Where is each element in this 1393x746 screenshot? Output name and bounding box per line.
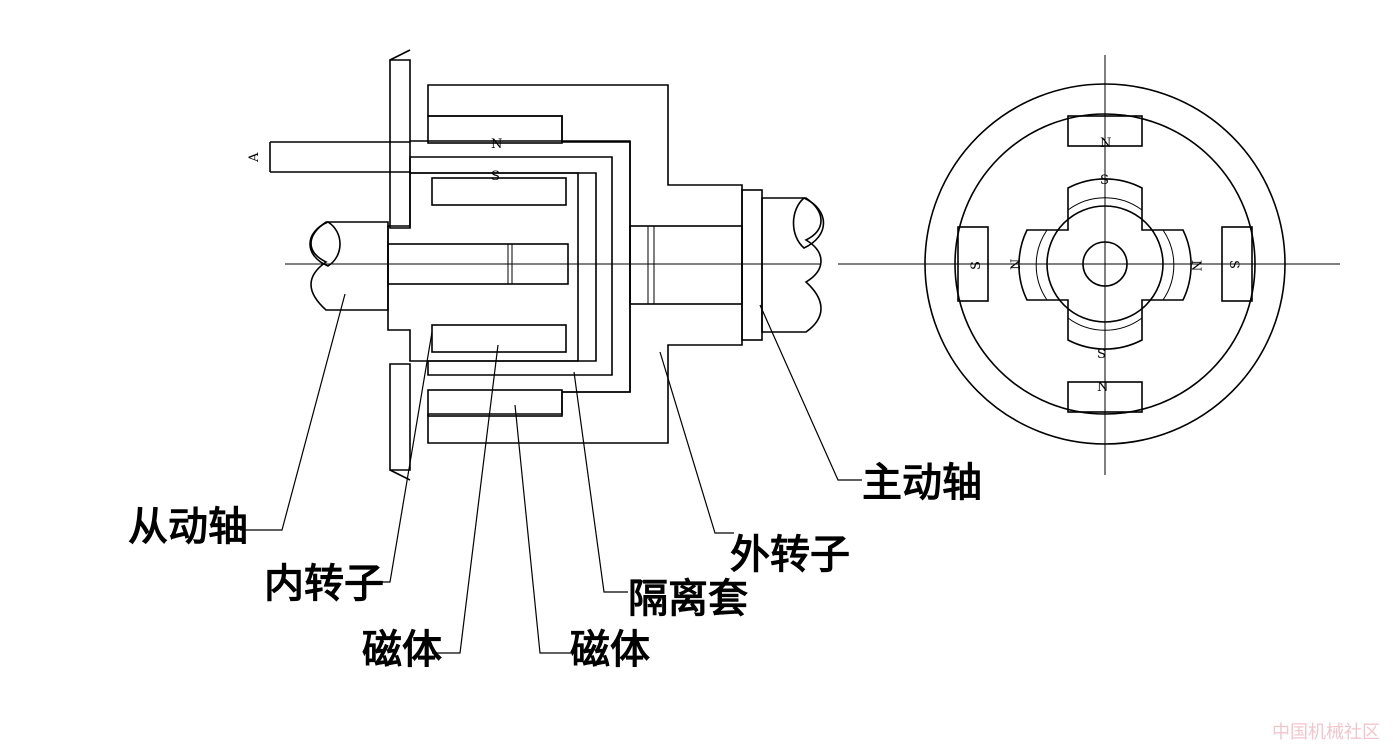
pole-n-left-inner: N	[1009, 259, 1024, 270]
pole-s-top-inner: S	[1100, 173, 1109, 188]
pole-s-side: S	[491, 169, 500, 184]
front-view: N S S N S N N S	[838, 55, 1340, 475]
outer-magnet-bottom	[427, 389, 563, 417]
pole-n-side: N	[491, 137, 502, 152]
drive-shaft	[761, 197, 822, 333]
label-inner-rotor: 内转子	[264, 561, 384, 607]
side-section-view: A N S	[247, 49, 825, 481]
leader-lines	[240, 293, 862, 654]
pole-s-left-outer: S	[969, 261, 984, 270]
watermark: 中国机械社区	[1272, 722, 1380, 743]
driven-shaft	[310, 221, 389, 311]
inner-rotor-body	[387, 172, 579, 362]
pole-s-right-outer: S	[1226, 260, 1241, 269]
inner-rotor-cross	[1018, 178, 1192, 350]
label-driven-shaft: 从动轴	[128, 504, 248, 550]
label-isolation-sleeve: 隔离套	[628, 576, 748, 622]
housing-wall-upper	[389, 59, 411, 229]
housing-wall-lower	[389, 363, 411, 471]
labels: 从动轴 内转子 磁体 磁体 隔离套 外转子 主动轴	[128, 460, 982, 673]
label-outer-rotor: 外转子	[730, 532, 850, 578]
outer-magnet-top	[427, 115, 563, 144]
label-magnet-outer: 磁体	[570, 627, 650, 673]
pole-n-top-outer: N	[1100, 136, 1111, 151]
pole-n-right-inner: N	[1188, 260, 1203, 271]
drive-shaft-bore	[629, 225, 743, 305]
inner-magnet-top	[431, 177, 567, 206]
label-magnet-inner: 磁体	[362, 627, 442, 673]
label-drive-shaft: 主动轴	[862, 460, 982, 506]
pole-s-bottom-inner: S	[1097, 347, 1106, 362]
pole-n-bottom-outer: N	[1097, 380, 1108, 395]
inner-magnet-bottom	[431, 324, 567, 353]
section-mark-a: A	[247, 152, 262, 163]
isolation-sleeve	[409, 156, 613, 376]
outer-rotor-collar	[741, 189, 763, 341]
